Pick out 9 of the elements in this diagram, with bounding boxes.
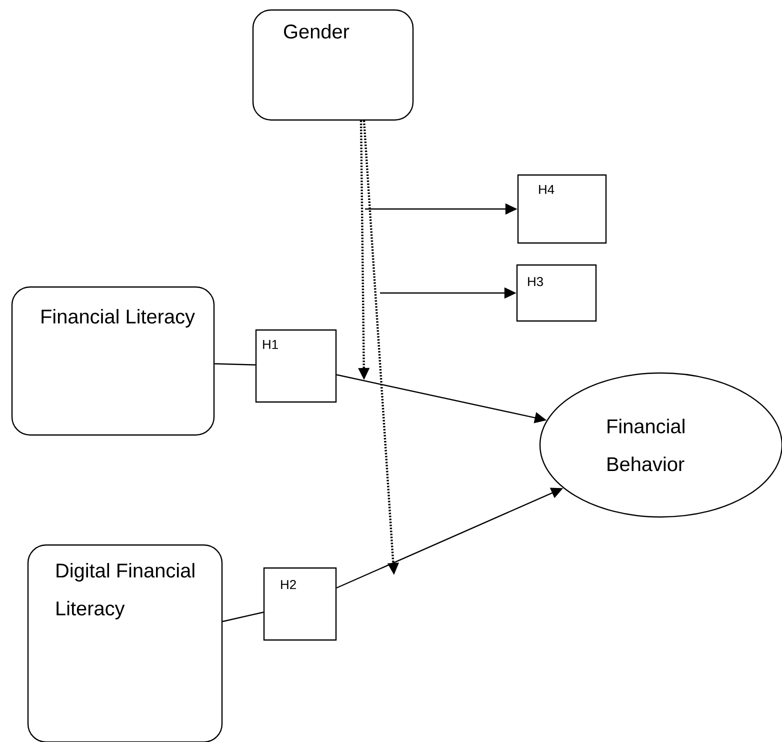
hypothesis-box: H1 [255,329,337,403]
hypothesis-box: H4 [517,174,607,244]
connector-line [222,612,264,622]
variable-box: Gender [252,9,414,121]
connector-line [214,363,256,366]
hypothesis-box: H3 [516,264,597,322]
hypothesis-box: H2 [263,567,337,641]
variable-box: Financial Literacy [11,286,215,436]
variable-box: Digital Financial Literacy [27,544,223,742]
